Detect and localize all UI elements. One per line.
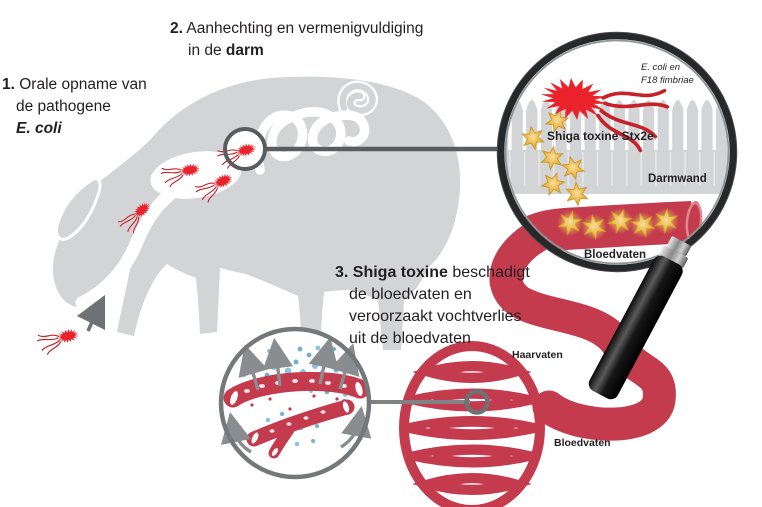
intestine-coil	[253, 107, 370, 175]
step-1-text: 1. Orale opname van de pathogene E. coli	[2, 74, 147, 140]
vessel-damage-inset	[218, 326, 372, 480]
bloedvaten-glass-label: Bloedvaten	[584, 249, 646, 261]
pig-ear	[55, 177, 102, 241]
shiga-toxin-label: Shiga toxine Stx2e	[547, 129, 654, 143]
ingestion-arrow	[76, 294, 106, 332]
magnifier-lens	[496, 31, 738, 400]
stomach	[150, 151, 242, 199]
inspection-circle-intestine	[215, 127, 267, 171]
step-3-text: 3. Shiga toxine beschadigt de bloedvaten…	[335, 264, 530, 347]
haarvaten-label: Haarvaten	[512, 349, 563, 361]
fluid-loss-arrows	[221, 337, 372, 454]
bloedvaten-network-label: Bloedvaten	[554, 437, 611, 449]
damaged-vessels	[223, 371, 370, 459]
shiga-toxin-stars-in-vessel	[556, 205, 679, 241]
e-coli-icon	[36, 326, 83, 357]
ecoli-fimbriae-label: E. coli en F18 fimbriae	[641, 62, 694, 86]
step-2-text: 2. Aanhechting en vermenigvuldiging in d…	[170, 20, 424, 59]
capillary-network	[399, 341, 545, 507]
magnifier-handle	[588, 236, 691, 400]
intestinal-wall	[504, 150, 728, 194]
step-1-number: 1.	[2, 76, 15, 93]
magnifier-rim	[496, 31, 738, 273]
step-2-number: 2.	[170, 20, 183, 37]
intestinal-villi	[504, 100, 728, 194]
ecoli-name: E. coli	[16, 120, 62, 137]
inspection-ring-vessel	[464, 389, 490, 415]
step-3-number: 3. Shiga toxine	[335, 264, 448, 281]
darmwand-label: Darmwand	[648, 173, 707, 185]
pig-silhouette	[36, 76, 461, 357]
digestive-tract	[75, 183, 183, 310]
